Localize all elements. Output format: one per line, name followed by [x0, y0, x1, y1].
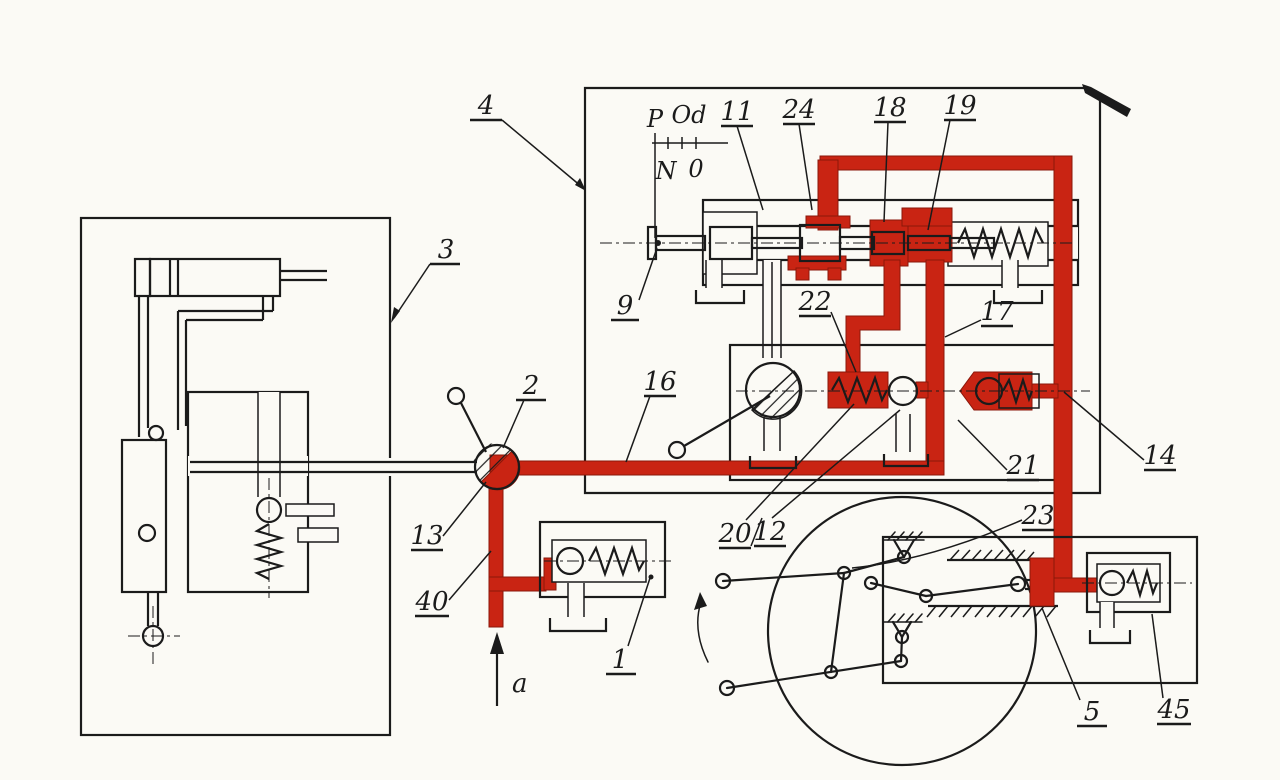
servo-cylinder-box: [881, 535, 1199, 685]
callout-17: 17: [980, 297, 1014, 327]
loop-pipe-right: [1053, 155, 1073, 587]
callout-20: 20: [717, 519, 751, 549]
fork-pivot: [147, 424, 165, 442]
callout-23: 23: [1020, 501, 1054, 531]
callout-a: a: [512, 669, 528, 699]
check-spring: [253, 523, 285, 580]
unit-3-frame: [79, 216, 392, 737]
callout-12: 12: [753, 517, 786, 547]
callout-21: 21: [1005, 451, 1039, 481]
rotation-arrow-arc: [697, 601, 709, 663]
reducer-details: [667, 361, 1090, 470]
link-rod-long-upper: [721, 571, 846, 583]
relief-valve-45: [1082, 551, 1192, 645]
inlet-arrow-a: a: [490, 632, 528, 706]
loop-pipe-top: [819, 155, 1071, 171]
distributor-body: [473, 443, 521, 491]
drain-symbol-valve1: [548, 618, 608, 633]
callout-1: 1: [612, 645, 629, 675]
position-scale: P Od N 0: [646, 101, 728, 238]
callout-16: 16: [643, 367, 676, 397]
relief-spring: [1002, 376, 1034, 406]
actuator-valve-block: [186, 390, 339, 598]
valve1-spring: [588, 544, 645, 578]
link-rod-long-lower: [725, 659, 903, 690]
shift-linkage: [694, 531, 1027, 697]
shift-fork-linkage: [137, 296, 275, 442]
scale-letter-p: P: [646, 105, 664, 133]
valve45-spring: [1126, 566, 1159, 599]
plunger-column: [120, 438, 180, 664]
scale-letter-od: Od: [671, 101, 706, 129]
relief-valve-1: [538, 520, 672, 633]
callout-13: 13: [410, 521, 443, 551]
pressure-lines-red: [488, 155, 1101, 628]
servo-cylinder: [926, 549, 1058, 618]
drain-symbol-ball: [882, 454, 930, 468]
callout-40: 40: [414, 587, 448, 617]
callout-18: 18: [873, 93, 906, 123]
control-valve-unit: P Od N 0: [583, 84, 1131, 495]
hydraulic-cylinder: [133, 257, 327, 298]
valve1-ball: [555, 546, 585, 576]
callout-4: 4: [477, 91, 495, 121]
drain-symbol-valve45: [1088, 630, 1132, 645]
rotation-arrow-head: [694, 592, 707, 610]
drain-symbol-left: [694, 290, 746, 305]
servo-piston-5: [1029, 557, 1055, 607]
callout-3: 3: [438, 235, 455, 265]
spool-inlet-24: [817, 159, 839, 231]
link-rod-to-piston: [924, 582, 1020, 598]
relief-ball-14: [974, 376, 1004, 406]
check-ball: [255, 496, 283, 524]
scale-letter-o: 0: [688, 155, 703, 183]
channel-to-spring-22: [845, 259, 901, 375]
line-16: [509, 460, 945, 476]
spool-return-spring: [957, 225, 1044, 261]
reducer-spring-20: [831, 374, 888, 406]
actuating-rod: [190, 458, 477, 476]
linkage-detail-circle: [766, 495, 1038, 767]
callout-labels: 1 2 3 4 5 9 11 12 13 14: [391, 91, 1191, 728]
callout-5: 5: [1084, 697, 1101, 727]
callout-22: 22: [797, 287, 831, 317]
distributor-lever-knob: [446, 386, 466, 406]
callout-45: 45: [1156, 695, 1190, 725]
callout-2: 2: [522, 371, 540, 401]
gearshift-actuator-unit: [79, 216, 392, 737]
frame-corner-flag: [1082, 84, 1131, 117]
callout-11: 11: [720, 97, 753, 127]
scale-letter-n: N: [655, 157, 678, 185]
spool-details: [600, 223, 1074, 305]
follower-lever-knob: [667, 440, 687, 460]
flow-arrow-icon: [490, 632, 504, 654]
spool-chamber-19: [907, 225, 953, 263]
unit-4-frame: [583, 86, 1102, 495]
callout-14: 14: [1143, 441, 1176, 471]
callout-9: 9: [617, 291, 634, 321]
inlet-line-40: [488, 481, 504, 628]
drain-symbol-follower: [748, 456, 798, 470]
channel-to-line-16: [925, 259, 945, 475]
reducer-ball-12: [887, 375, 919, 407]
valve45-ball: [1098, 569, 1126, 597]
callout-24: 24: [781, 95, 815, 125]
drain-symbol-right: [992, 290, 1044, 305]
callout-19: 19: [943, 91, 976, 121]
column-pivot: [137, 523, 157, 543]
rotary-distributor: [446, 386, 521, 491]
